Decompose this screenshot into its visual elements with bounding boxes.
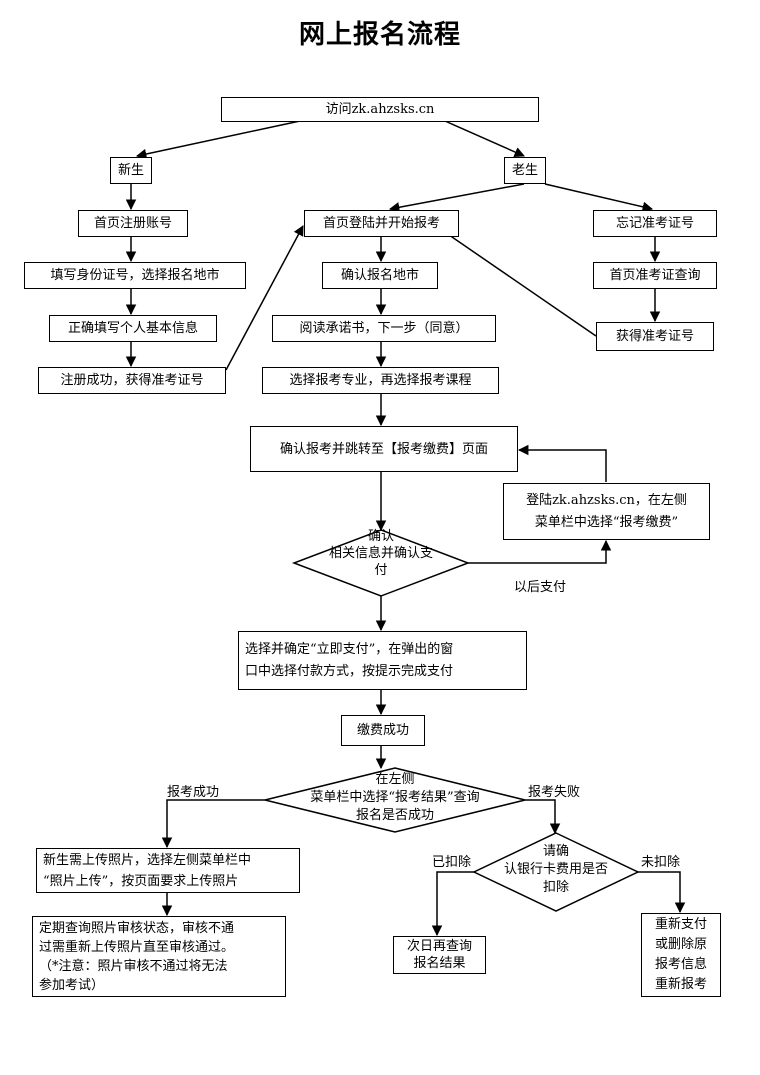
login-start-box: 首页登陆并开始报考 [304,210,459,237]
choose-major-box: 选择报考专业，再选择报考课程 [262,367,499,394]
repay-box: 重新支付 或删除原 报考信息 重新报考 [641,913,721,997]
check-photo-line-3: （*注意：照片审核不通过将无法 [39,958,228,974]
confirm-jump-box: 确认报考并跳转至【报考缴费】页面 [250,426,518,472]
upload-photo-line-2: “照片上传”，按页面要求上传照片 [43,873,239,889]
next-day-box: 次日再查询 报名结果 [393,936,486,974]
edge-label-not-deducted: 未扣除 [641,855,681,870]
decision-check-result-shape [264,767,526,833]
next-day-line-2: 报名结果 [413,956,466,971]
decision-check-bank-shape [472,832,640,912]
next-day-line-1: 次日再查询 [406,939,472,954]
pay-now-box: 选择并确定“立即支付”，在弹出的窗 口中选择付款方式，按提示完成支付 [238,631,527,690]
repay-line-3: 报考信息 [654,957,707,972]
decision-check-bank-line-1: 请确 [542,844,569,859]
pay-now-line-1: 选择并确定“立即支付”，在弹出的窗 [245,641,454,657]
decision-confirm-pay-label: 确认 相关信息并确认支 付 [294,528,468,579]
later-login-line-1: 登陆zk.ahzsks.cn，在左侧 [526,492,687,508]
check-photo-line-2: 过需重新上传照片直至审核通过。 [39,939,235,955]
query-ticket-box: 首页准考证查询 [593,262,717,289]
decision-confirm-pay-line-1: 确认 [367,529,394,544]
get-ticket-box: 获得准考证号 [596,322,714,351]
new-student-box: 新生 [110,157,152,184]
decision-check-result-label: 在左侧 菜单栏中选择“报考结果”查询 报名是否成功 [265,771,525,825]
page-title: 网上报名流程 [298,20,461,50]
edge-label-apply-success: 报考成功 [167,785,220,800]
fill-info-box: 正确填写个人基本信息 [49,315,217,342]
decision-check-result-line-2: 菜单栏中选择“报考结果”查询 [310,790,480,805]
decision-check-result-line-3: 报名是否成功 [355,808,434,823]
fill-id-box: 填写身份证号，选择报名地市 [24,262,246,289]
visit-site-box: 访问zk.ahzsks.cn [221,97,539,122]
register-success-box: 注册成功，获得准考证号 [38,367,226,394]
decision-check-bank-line-2: 认银行卡费用是否 [503,862,608,877]
later-login-line-2: 菜单栏中选择“报考缴费” [534,514,679,530]
check-photo-line-4: 参加考试） [39,977,105,993]
read-promise-box: 阅读承诺书，下一步（同意） [272,315,496,342]
upload-photo-line-1: 新生需上传照片，选择左侧菜单栏中 [43,852,252,868]
pay-success-box: 缴费成功 [341,715,425,746]
upload-photo-box: 新生需上传照片，选择左侧菜单栏中 “照片上传”，按页面要求上传照片 [36,848,300,893]
repay-line-1: 重新支付 [654,917,707,932]
edge-label-apply-fail: 报考失败 [528,785,581,800]
edge-label-pay-later: 以后支付 [514,580,567,595]
decision-check-result-line-1: 在左侧 [375,772,415,787]
repay-line-4: 重新报考 [654,977,707,992]
decision-confirm-pay-line-3: 付 [374,563,388,578]
old-student-box: 老生 [504,157,546,184]
repay-line-2: 或删除原 [654,937,707,952]
edge-label-deducted: 已扣除 [432,855,472,870]
decision-check-bank-line-3: 扣除 [542,880,569,895]
check-photo-box: 定期查询照片审核状态，审核不通 过需重新上传照片直至审核通过。 （*注意：照片审… [32,916,286,997]
later-login-box: 登陆zk.ahzsks.cn，在左侧 菜单栏中选择“报考缴费” [503,483,710,540]
decision-check-bank-label: 请确 认银行卡费用是否 扣除 [474,843,638,897]
decision-confirm-pay-line-2: 相关信息并确认支 [328,546,433,561]
forgot-ticket-box: 忘记准考证号 [593,210,717,237]
pay-now-line-2: 口中选择付款方式，按提示完成支付 [245,663,454,679]
check-photo-line-1: 定期查询照片审核状态，审核不通 [39,920,235,936]
register-account-box: 首页注册账号 [78,210,188,237]
confirm-city-box: 确认报名地市 [322,262,438,289]
decision-confirm-pay-shape [291,529,471,597]
